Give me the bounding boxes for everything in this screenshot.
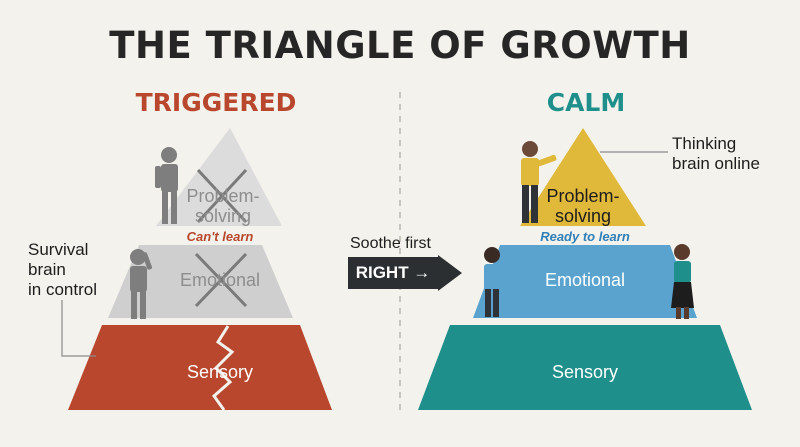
soothe-first-label: Soothe first bbox=[350, 235, 431, 252]
left-emotional-level bbox=[108, 245, 293, 318]
survival-connector bbox=[61, 300, 96, 357]
stressed-person-icon bbox=[130, 249, 152, 319]
cant-learn-note: Can't learn bbox=[186, 229, 254, 244]
left-problem-label: Problem- solving bbox=[186, 186, 260, 226]
right-sensory-level bbox=[418, 325, 752, 410]
right-problem-label: Problem- solving bbox=[546, 186, 620, 226]
triggered-heading: TRIGGERED bbox=[135, 88, 297, 117]
thinking-brain-label: Thinking brain online bbox=[672, 134, 760, 173]
emotional-x-mark bbox=[194, 252, 248, 308]
problem-x-mark bbox=[196, 168, 248, 224]
left-problem-level bbox=[156, 128, 282, 226]
calm-heading: CALM bbox=[546, 88, 626, 117]
student-person-icon bbox=[484, 247, 501, 317]
diagram-title: THE TRIANGLE OF GROWTH bbox=[109, 24, 691, 67]
woman-person-icon bbox=[671, 244, 694, 319]
right-arrow-label: RIGHT → bbox=[348, 257, 438, 289]
right-emotional-level bbox=[473, 245, 697, 318]
left-emotional-label: Emotional bbox=[179, 270, 261, 290]
right-problem-level bbox=[520, 128, 646, 226]
grey-person-icon bbox=[155, 147, 178, 224]
transition-arrow-head bbox=[438, 255, 462, 291]
teacher-person-icon bbox=[521, 141, 557, 223]
left-sensory-level bbox=[68, 325, 332, 410]
right-sensory-label: Sensory bbox=[551, 362, 619, 382]
right-emotional-label: Emotional bbox=[544, 270, 626, 290]
crack-line bbox=[211, 325, 235, 411]
survival-brain-label: Survival brain in control bbox=[28, 240, 97, 299]
ready-to-learn-note: Ready to learn bbox=[540, 229, 630, 244]
left-sensory-label: Sensory bbox=[186, 362, 254, 382]
